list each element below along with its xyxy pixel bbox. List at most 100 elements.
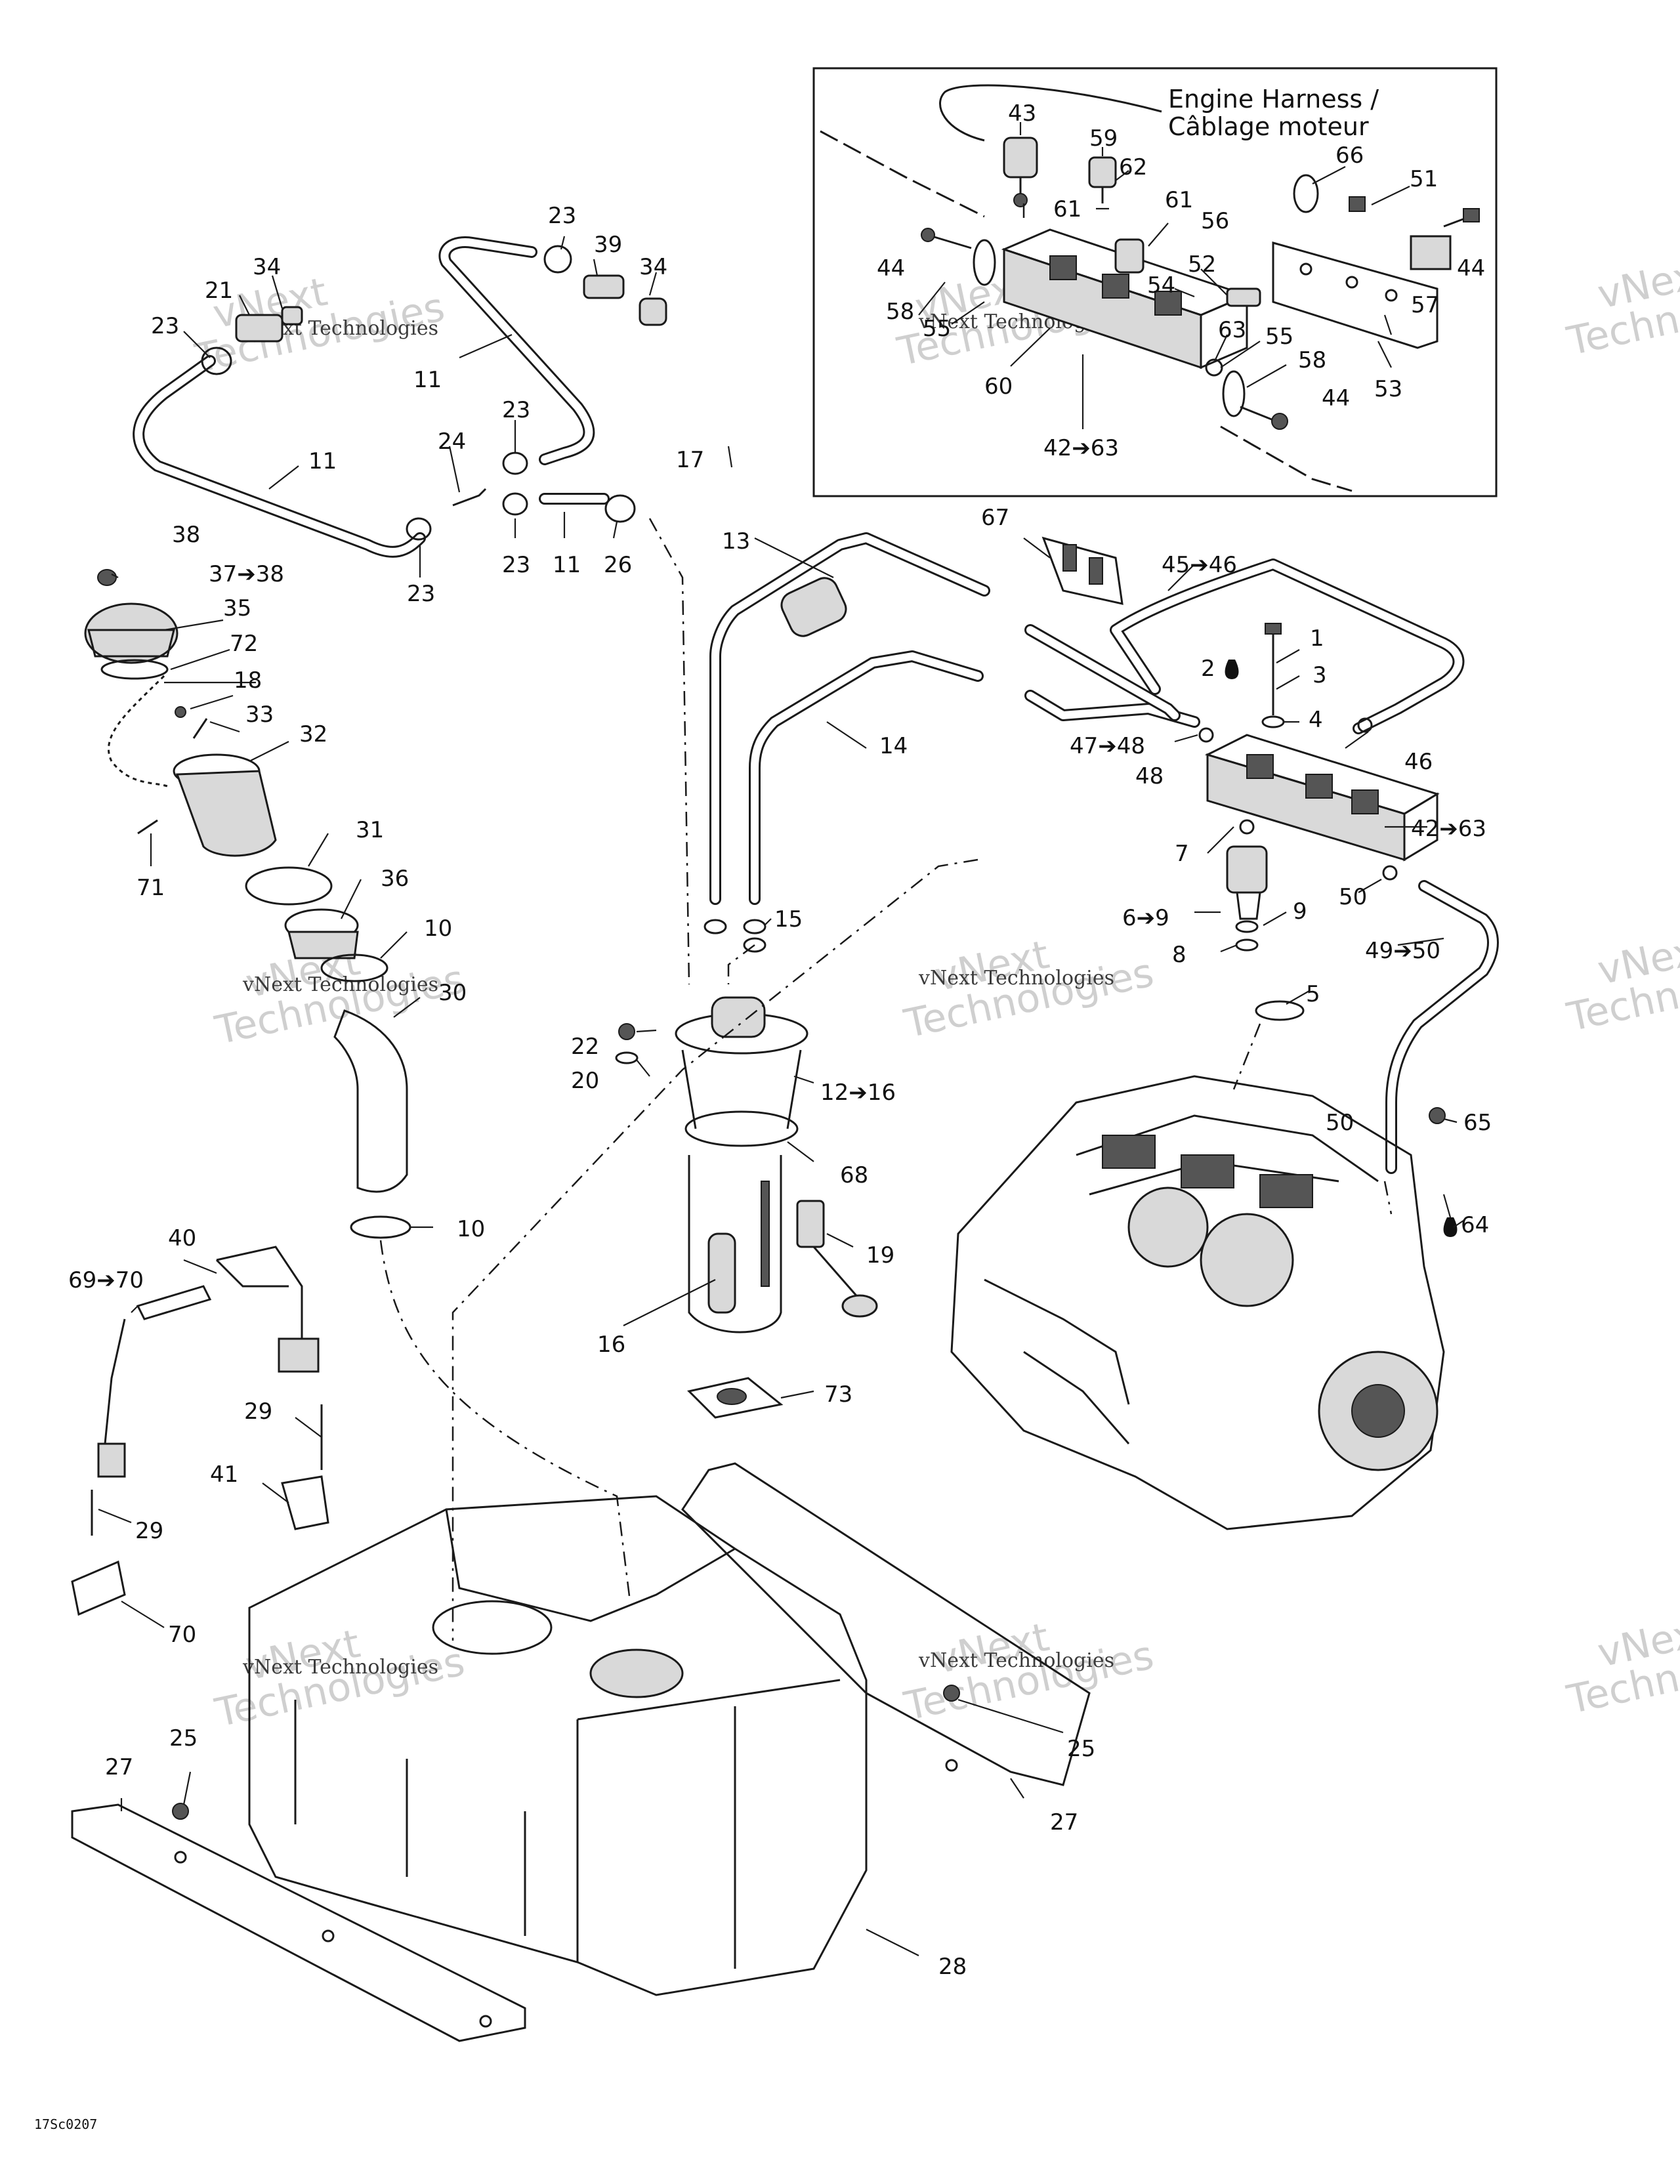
bolt-1 bbox=[1265, 623, 1282, 715]
callout-49-50: 49➔50 bbox=[1365, 938, 1440, 964]
heat-shield-27 bbox=[71, 1803, 526, 2042]
leader-58 bbox=[1246, 364, 1287, 388]
o-ring-15 bbox=[743, 919, 766, 934]
callout-47-48: 47➔48 bbox=[1070, 733, 1145, 759]
callout-54: 54 bbox=[1147, 272, 1175, 299]
callout-23: 23 bbox=[502, 552, 530, 578]
reference-code: 17Sc0207 bbox=[34, 2116, 97, 2132]
callout-37-38: 37➔38 bbox=[209, 561, 284, 587]
clamp-26 bbox=[604, 494, 636, 523]
fuel-pump-16 bbox=[707, 1232, 736, 1314]
strap-69-70 bbox=[97, 1285, 212, 1478]
callout-23: 23 bbox=[548, 203, 576, 229]
callout-72: 72 bbox=[230, 631, 258, 657]
clamp-23 bbox=[502, 452, 528, 475]
screw-65 bbox=[1429, 1107, 1446, 1124]
regulator-56 bbox=[1114, 238, 1144, 274]
callout-11: 11 bbox=[413, 367, 442, 393]
callout-41: 41 bbox=[210, 1461, 238, 1488]
clamp-23 bbox=[201, 346, 232, 375]
pin-71 bbox=[137, 819, 158, 835]
return-hose-49 bbox=[1385, 880, 1499, 1174]
screw-33 bbox=[192, 718, 208, 739]
assembly-lines bbox=[379, 203, 1393, 1641]
leader-60 bbox=[1010, 327, 1051, 367]
leader-lines bbox=[98, 236, 1464, 1956]
clamp-10 bbox=[350, 1215, 411, 1239]
callout-56: 56 bbox=[1201, 208, 1229, 234]
gasket-58 bbox=[1222, 370, 1246, 417]
watermark-layer: vNext Technologies vNext Technologies vN… bbox=[191, 249, 1680, 1736]
leader-55 bbox=[951, 301, 985, 325]
gasket-58 bbox=[973, 239, 996, 286]
callout-21: 21 bbox=[205, 278, 233, 304]
valve-21 bbox=[235, 314, 284, 343]
bolt-44 bbox=[1443, 208, 1480, 228]
callout-31: 31 bbox=[356, 817, 384, 843]
o-ring-15 bbox=[704, 919, 727, 934]
callout-27: 27 bbox=[1050, 1809, 1078, 1836]
callout-35: 35 bbox=[223, 595, 251, 621]
callout-10: 10 bbox=[457, 1216, 485, 1242]
leader-56 bbox=[1148, 222, 1169, 247]
watermark-small: vNext Technologies bbox=[242, 973, 438, 996]
callout-69-70: 69➔70 bbox=[68, 1267, 144, 1293]
leader-52 bbox=[1200, 268, 1228, 296]
callout-8: 8 bbox=[1172, 942, 1186, 968]
callout-13: 13 bbox=[722, 528, 750, 555]
inset-fuel-rail-panel: Engine Harness / Câblage moteur bbox=[812, 67, 1498, 497]
callout-61: 61 bbox=[1165, 187, 1193, 213]
fuel-pump-module bbox=[615, 919, 878, 1419]
bracket-70 bbox=[71, 1560, 126, 1616]
callout-33: 33 bbox=[245, 702, 274, 728]
callout-20: 20 bbox=[571, 1068, 599, 1094]
callout-29: 29 bbox=[135, 1518, 163, 1544]
watermark-small: vNext Technologies bbox=[242, 1656, 438, 1679]
engine-outline bbox=[1220, 425, 1353, 492]
callout-16: 16 bbox=[597, 1332, 625, 1358]
inset-frame bbox=[812, 67, 1498, 497]
leader-54 bbox=[1174, 287, 1195, 298]
fuel-hose-47 bbox=[1024, 624, 1200, 728]
callout-6-9: 6➔9 bbox=[1122, 905, 1169, 931]
callout-14: 14 bbox=[879, 733, 908, 759]
bracket-67 bbox=[1041, 536, 1124, 605]
cap-plug-38 bbox=[97, 569, 117, 586]
washer-4 bbox=[1261, 715, 1285, 728]
callout-60: 60 bbox=[984, 373, 1013, 400]
callout-10: 10 bbox=[424, 915, 452, 942]
bracket-41 bbox=[281, 1475, 329, 1530]
temperature-sensor-59 bbox=[1088, 156, 1117, 203]
fitting-34 bbox=[639, 297, 667, 326]
watermark-small: vNext Technologies bbox=[918, 967, 1114, 990]
callout-62: 62 bbox=[1119, 154, 1147, 180]
o-ring-48 bbox=[1198, 727, 1214, 743]
callout-71: 71 bbox=[136, 875, 165, 901]
callout-63: 63 bbox=[1218, 317, 1246, 343]
callout-52: 52 bbox=[1188, 251, 1216, 278]
callout-24: 24 bbox=[438, 429, 466, 455]
fitting-52 bbox=[1226, 287, 1261, 307]
drop-2 bbox=[1225, 660, 1239, 679]
callout-30: 30 bbox=[438, 980, 467, 1006]
screw-25 bbox=[172, 1803, 189, 1820]
strap-40 bbox=[215, 1246, 320, 1373]
vent-hose-11 bbox=[133, 236, 610, 558]
gasket-31 bbox=[245, 866, 333, 906]
callout-25: 25 bbox=[1067, 1736, 1095, 1762]
callout-66: 66 bbox=[1335, 142, 1364, 169]
leader-63 bbox=[1215, 334, 1228, 360]
callout-23: 23 bbox=[151, 313, 179, 339]
callout-23: 23 bbox=[502, 397, 530, 423]
inset-title-line1: Engine Harness / bbox=[1168, 85, 1379, 114]
bolt-44 bbox=[1240, 406, 1288, 430]
callout-51: 51 bbox=[1410, 166, 1438, 192]
callout-17: 17 bbox=[676, 447, 704, 473]
adapter-36 bbox=[287, 931, 359, 959]
fuel-line-14 bbox=[749, 650, 984, 905]
callout-5: 5 bbox=[1306, 981, 1320, 1007]
check-valve-39 bbox=[583, 274, 625, 299]
callout-40: 40 bbox=[168, 1225, 196, 1251]
callout-34: 34 bbox=[253, 254, 281, 280]
